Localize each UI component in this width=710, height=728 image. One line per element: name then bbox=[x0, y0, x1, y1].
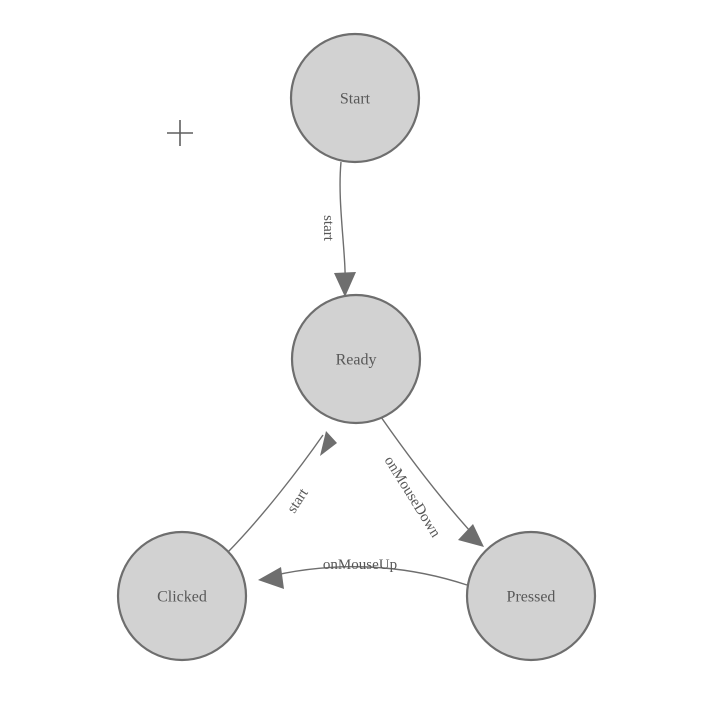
arrowhead-icon-clicked-to-ready bbox=[320, 431, 337, 456]
node-ready[interactable]: Ready bbox=[290, 293, 422, 425]
node-start[interactable]: Start bbox=[289, 32, 421, 164]
arrowhead-icon-pressed-to-clicked bbox=[258, 567, 284, 589]
edge-line-pressed-to-clicked[interactable] bbox=[262, 566, 468, 586]
node-label-clicked: Clicked bbox=[157, 589, 207, 606]
markers-layer bbox=[167, 120, 193, 146]
node-circle-pressed[interactable] bbox=[465, 530, 597, 662]
edge-line-clicked-to-ready[interactable] bbox=[227, 434, 324, 553]
arrowhead-icon-start-to-ready bbox=[334, 272, 356, 297]
node-circle-clicked[interactable] bbox=[116, 530, 248, 662]
edge-label-ready-to-pressed: onMouseDown bbox=[381, 454, 444, 541]
node-label-ready: Ready bbox=[336, 352, 377, 369]
plus-marker bbox=[167, 120, 193, 146]
arrowhead-icon-ready-to-pressed bbox=[458, 524, 484, 547]
node-circle-start[interactable] bbox=[289, 32, 421, 164]
node-circle-ready[interactable] bbox=[290, 293, 422, 425]
node-clicked[interactable]: Clicked bbox=[116, 530, 248, 662]
node-label-pressed: Pressed bbox=[507, 589, 556, 606]
edge-start-to-ready[interactable]: start bbox=[320, 161, 356, 297]
edge-ready-to-pressed[interactable]: onMouseDown bbox=[380, 416, 484, 547]
edge-pressed-to-clicked[interactable]: onMouseUp bbox=[258, 557, 468, 589]
node-pressed[interactable]: Pressed bbox=[465, 530, 597, 662]
edge-clicked-to-ready[interactable]: start bbox=[227, 431, 337, 553]
edge-label-clicked-to-ready: start bbox=[284, 485, 312, 516]
edge-label-start-to-ready: start bbox=[320, 215, 336, 242]
edge-label-pressed-to-clicked: onMouseUp bbox=[323, 557, 397, 573]
node-label-start: Start bbox=[340, 91, 371, 108]
